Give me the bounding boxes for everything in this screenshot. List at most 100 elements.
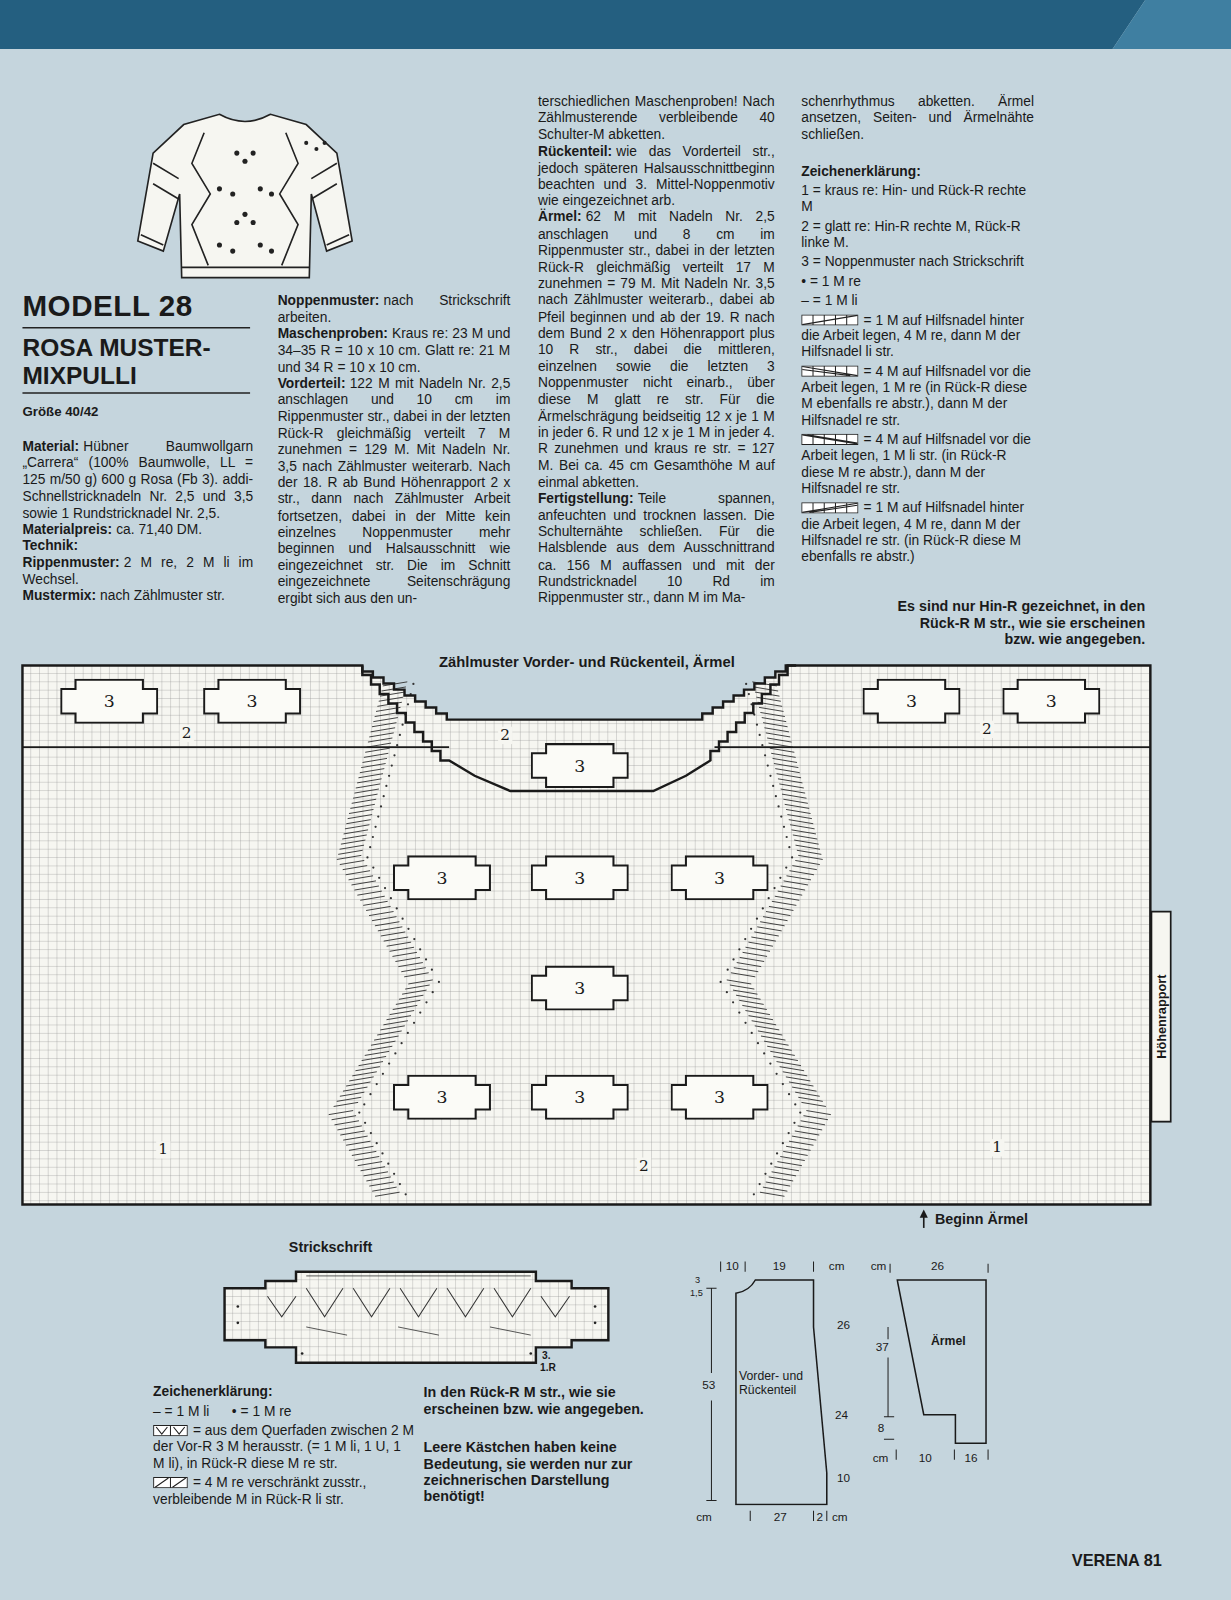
key-item: 3 = Noppenmuster nach Strickschrift — [801, 254, 1034, 270]
zone-number: 2 — [980, 721, 994, 738]
chart-symbol — [801, 434, 858, 445]
key-item: 2 = glatt re: Hin-R rechte M, Rück-R lin… — [801, 218, 1034, 251]
chart-outline — [22, 666, 1150, 1205]
body-text: Teile spannen, anfeuchten und trocknen l… — [538, 491, 775, 606]
dimension: 53 — [702, 1379, 715, 1392]
pattern-piece: Ärmel — [896, 1279, 988, 1444]
header-band — [0, 0, 1145, 49]
nupp-motif: 3 — [1002, 679, 1100, 724]
model-number: MODELL 28 — [22, 290, 267, 324]
zone-number: 2 — [180, 725, 194, 742]
dimension-ticks — [706, 1262, 988, 1521]
chart-symbol — [801, 366, 858, 377]
shape-outline — [896, 1279, 988, 1444]
key-text: • = 1 M re — [801, 273, 861, 288]
chart-title: Zählmuster Vorder- und Rückenteil, Ärmel — [408, 653, 765, 669]
key-item: = 4 M re verschränkt zusstr., verbleiben… — [153, 1475, 414, 1508]
body-text: 122 M mit Nadeln Nr. 2,5 anschlagen und … — [278, 376, 511, 606]
motif-number: 3 — [393, 1085, 491, 1109]
key-text: – = 1 M li — [801, 293, 857, 308]
paragraph: Rippenmuster:2 M re, 2 M li im Wechsel. — [22, 555, 253, 588]
dimension: 27 — [774, 1511, 787, 1524]
paragraph: Material:Hübner Baumwollgarn „Carrera“ (… — [22, 439, 253, 522]
stitch-chart — [225, 1272, 609, 1363]
lead-word: Vorderteil: — [278, 376, 346, 391]
body-text: terschiedlichen Maschenproben! Nach Zähl… — [538, 94, 775, 142]
dimension: 10 — [726, 1260, 739, 1273]
dimension: 10 — [837, 1472, 850, 1485]
lead-word: Fertigstellung: — [538, 491, 634, 506]
lead-word: Materialpreis: — [22, 522, 112, 537]
zone-number: 2 — [498, 727, 512, 744]
chart-symbol — [801, 314, 858, 325]
motif-number: 3 — [531, 1085, 629, 1109]
motif-number: 3 — [671, 1085, 769, 1109]
paragraph: Vorderteil:122 M mit Nadeln Nr. 2,5 ansc… — [278, 376, 511, 608]
paragraph: Rückenteil:wie das Vorderteil str., jedo… — [538, 144, 775, 210]
key-item: 1 = kraus re: Hin- und Rück-R rechte M — [801, 183, 1034, 216]
key-text: Zeichenerklärung: — [153, 1384, 272, 1399]
dimension: 2 — [817, 1511, 824, 1524]
dimension: 1,5 — [690, 1288, 703, 1298]
key-text: • = 1 M re — [232, 1403, 292, 1418]
paragraph: Ärmel:62 M mit Nadeln Nr. 2,5 anschlagen… — [538, 210, 775, 491]
motif-number: 3 — [531, 976, 629, 1000]
piece-label: Höhenrapport — [1154, 974, 1168, 1058]
nupp-motif: 3 — [60, 679, 158, 724]
motif-number: 3 — [203, 689, 301, 713]
nupp-motif: 3 — [531, 855, 629, 900]
motif-number: 3 — [671, 866, 769, 890]
start-label: Beginn Ärmel — [935, 1211, 1028, 1227]
motif-number: 3 — [531, 866, 629, 890]
motif-number: 3 — [863, 689, 961, 713]
motif-number: 3 — [531, 753, 629, 777]
dimension: 10 — [919, 1451, 932, 1464]
paragraph: Fertigstellung:Teile spannen, anfeuchten… — [538, 491, 775, 607]
key-text: = aus dem Querfaden zwischen 2 M der Vor… — [153, 1423, 414, 1471]
size: Größe 40/42 — [22, 404, 257, 419]
row-number: 1.R — [540, 1362, 556, 1373]
chart-note: Es sind nur Hin-R gezeichnet, in den Rüc… — [894, 598, 1145, 647]
dimension: 3 — [695, 1275, 700, 1285]
key-item: = 4 M auf Hilfsnadel vor die Arbeit lege… — [801, 432, 1034, 497]
key-item: • = 1 M re — [801, 273, 1034, 289]
key-item: = aus dem Querfaden zwischen 2 M der Vor… — [153, 1423, 414, 1472]
chart-note: In den Rück-R M str., wie sie erscheinen… — [424, 1384, 665, 1417]
dimension: cm — [829, 1260, 845, 1273]
pattern-piece: Vorder- und Rückenteil — [735, 1279, 829, 1506]
key-item: – = 1 M li — [801, 293, 1034, 309]
dimension: 26 — [931, 1260, 944, 1273]
lead-word: Material: — [22, 439, 79, 454]
paragraph: schenrhythmus abketten. Ärmel ansetzen, … — [801, 94, 1034, 144]
key-text: – = 1 M li — [153, 1403, 209, 1418]
dimension: cm — [832, 1511, 848, 1524]
key-item: = 4 M auf Hilfsnadel vor die Arbeit lege… — [801, 364, 1034, 429]
pattern-title: ROSA MUSTER-MIXPULLI — [22, 334, 257, 389]
zone-number: 1 — [990, 1139, 1004, 1156]
motif-number: 3 — [60, 689, 158, 713]
nupp-motif: 3 — [393, 1075, 491, 1120]
key-text: 1 = kraus re: Hin- und Rück-R rechte M — [801, 183, 1026, 215]
nupp-motif: 3 — [671, 1075, 769, 1120]
body-text: 62 M mit Nadeln Nr. 2,5 anschlagen und 8… — [538, 210, 775, 490]
key-list: Zeichenerklärung: – = 1 M li • = 1 M re = a… — [153, 1384, 414, 1510]
key-text: 2 = glatt re: Hin-R rechte M, Rück-R lin… — [801, 218, 1020, 250]
front-neck-line — [362, 666, 796, 792]
chart-symbol — [153, 1425, 188, 1436]
paragraph: Mustermix:nach Zählmuster str. — [22, 588, 253, 605]
piece-label: Vorder- und Rückenteil — [739, 1369, 806, 1398]
piece-label: Ärmel — [931, 1334, 966, 1348]
nupp-motif: 3 — [531, 1075, 629, 1120]
row-number: 3. — [542, 1349, 551, 1360]
repeat-box: Höhenrapport — [1150, 910, 1171, 1122]
body-text: ca. 71,40 DM. — [116, 522, 202, 537]
text-column: Noppenmuster:nach Strickschrift arbeiten… — [278, 293, 511, 607]
lead-word: Ärmel: — [538, 210, 582, 225]
sweater-illustration — [138, 114, 352, 277]
chart-note: Leere Kästchen haben keine Bedeutung, si… — [424, 1439, 665, 1504]
body-text: schenrhythmus abketten. Ärmel ansetzen, … — [801, 94, 1034, 142]
paragraph: Materialpreis: ca. 71,40 DM. — [22, 522, 253, 539]
key-text: 3 = Noppenmuster nach Strickschrift — [801, 254, 1024, 269]
nupp-motif: 3 — [531, 743, 629, 788]
chart-symbol — [153, 1477, 188, 1488]
